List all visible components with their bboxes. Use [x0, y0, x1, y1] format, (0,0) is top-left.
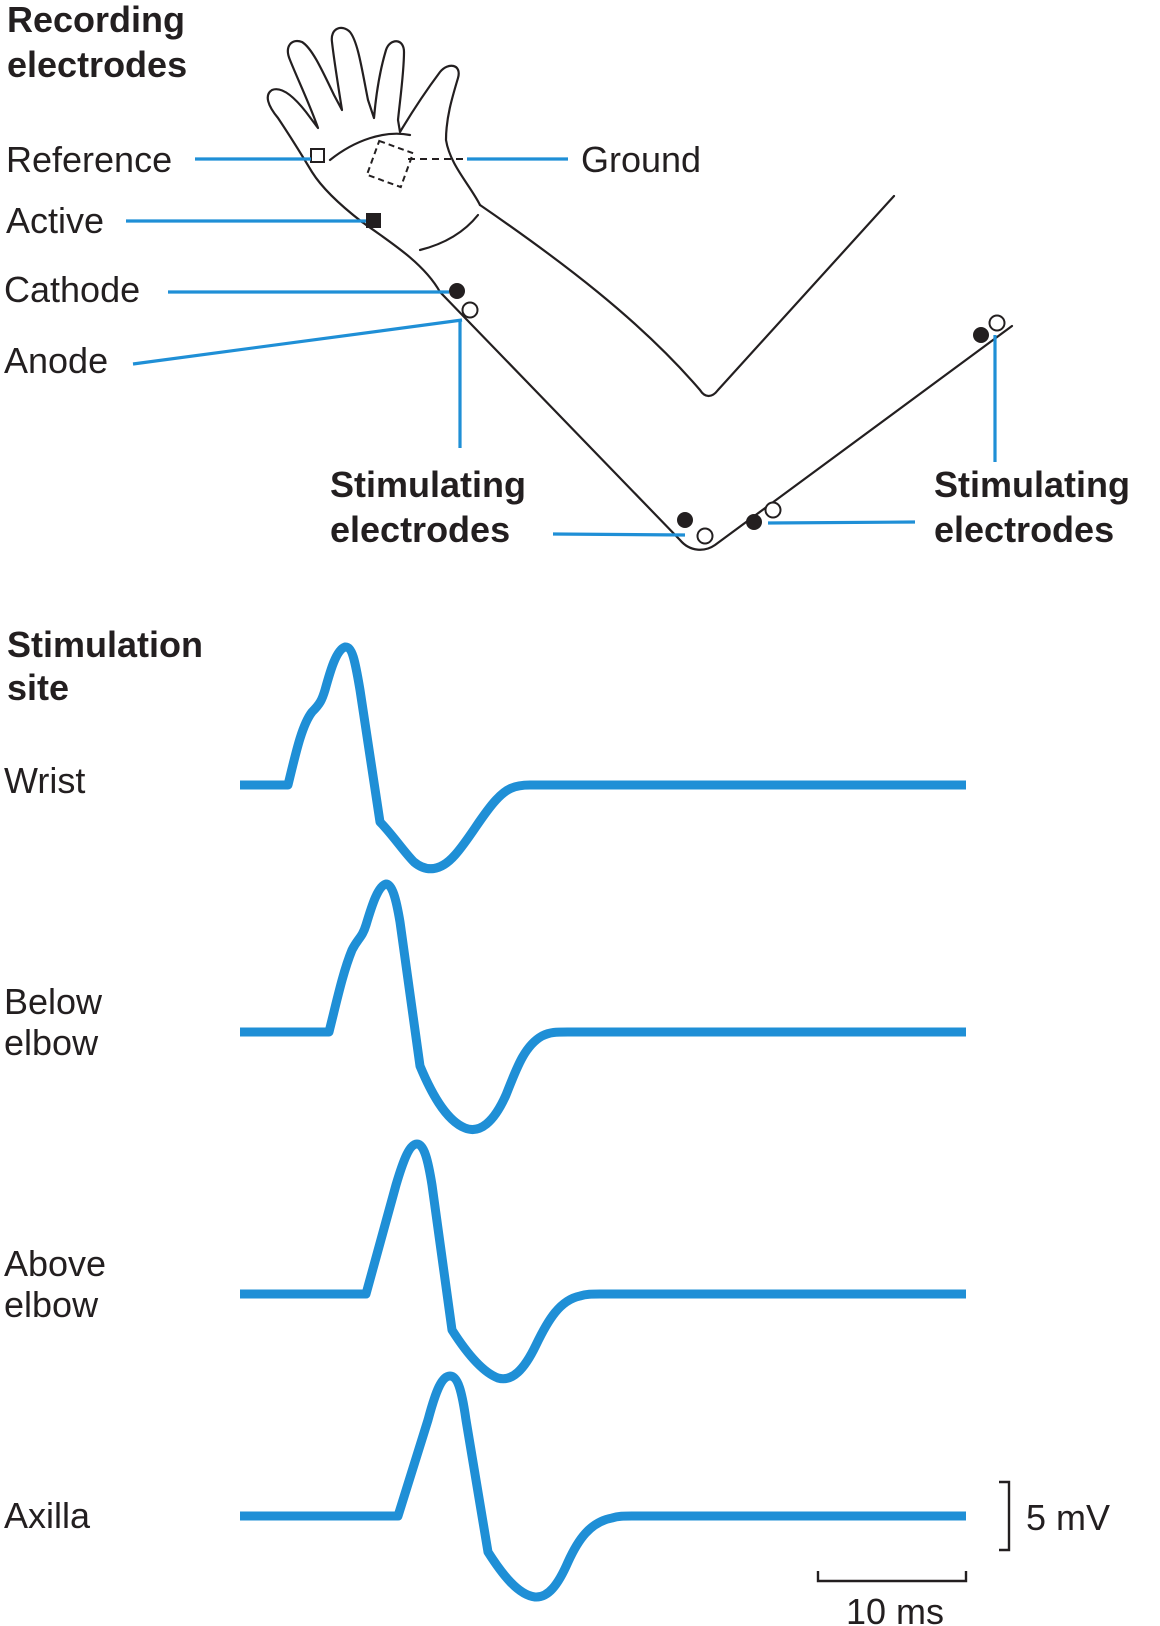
trace-above-elbow [240, 1139, 966, 1384]
axilla-anode-icon [988, 314, 1006, 332]
recording-title-line1: Recording [7, 0, 185, 40]
hand-outline [266, 26, 482, 224]
above-elbow-cathode-icon [746, 514, 762, 530]
reference-electrode-icon [310, 148, 325, 163]
active-label: Active [6, 200, 104, 241]
site-label-wrist: Wrist [4, 760, 85, 801]
cmap-traces [240, 642, 966, 1602]
site-label-above-elbow-line1: Above [4, 1243, 106, 1284]
leader-lines [126, 157, 997, 537]
reference-label: Reference [6, 139, 172, 180]
wrist-cathode-icon [449, 283, 465, 299]
wrist-anode-icon [461, 301, 479, 319]
anode-leader [132, 318, 463, 366]
site-label-axilla: Axilla [4, 1495, 91, 1536]
below-elbow-anode-icon [696, 527, 714, 545]
stimulation-title-line2: site [7, 667, 69, 708]
below-elbow-stim-leader [552, 532, 686, 537]
recording-title-line2: electrodes [7, 44, 187, 85]
trace-wrist [240, 642, 966, 874]
amplitude-scale-label: 5 mV [1026, 1497, 1110, 1538]
recording-labels: Recording electrodes Reference Ground Ac… [4, 0, 1130, 550]
time-scale-label: 10 ms [846, 1591, 944, 1626]
above-elbow-stim-leader [767, 520, 916, 525]
ground-electrode-icon [365, 139, 415, 189]
trace-axilla [240, 1371, 966, 1602]
arm-upper-contour [478, 194, 896, 398]
below-elbow-cathode-icon [677, 512, 693, 528]
axilla-cathode-icon [973, 327, 989, 343]
stimulation-title-line1: Stimulation [7, 624, 203, 665]
cathode-label: Cathode [4, 269, 140, 310]
active-electrode-icon [366, 213, 381, 228]
site-label-below-elbow-line1: Below [4, 981, 103, 1022]
stimulation-labels: Stimulation site Wrist Below elbow Above… [4, 624, 203, 1536]
site-label-below-elbow-line2: elbow [4, 1022, 99, 1063]
above-elbow-anode-icon [764, 501, 782, 519]
stim-left-line1: Stimulating [330, 464, 526, 505]
stim-right-line1: Stimulating [934, 464, 1130, 505]
stim-left-line2: electrodes [330, 509, 510, 550]
electrodes [310, 139, 1006, 545]
time-scale-bracket [816, 1571, 968, 1583]
ground-label: Ground [581, 139, 701, 180]
anode-label: Anode [4, 340, 108, 381]
stim-right-line2: electrodes [934, 509, 1114, 550]
palm-crease [328, 132, 412, 162]
amplitude-scale-bracket [999, 1480, 1011, 1552]
site-label-above-elbow-line2: elbow [4, 1284, 99, 1325]
scale-bar: 5 mV 10 ms [816, 1480, 1110, 1626]
trace-below-elbow [240, 879, 966, 1134]
wrist-crease [418, 213, 480, 252]
